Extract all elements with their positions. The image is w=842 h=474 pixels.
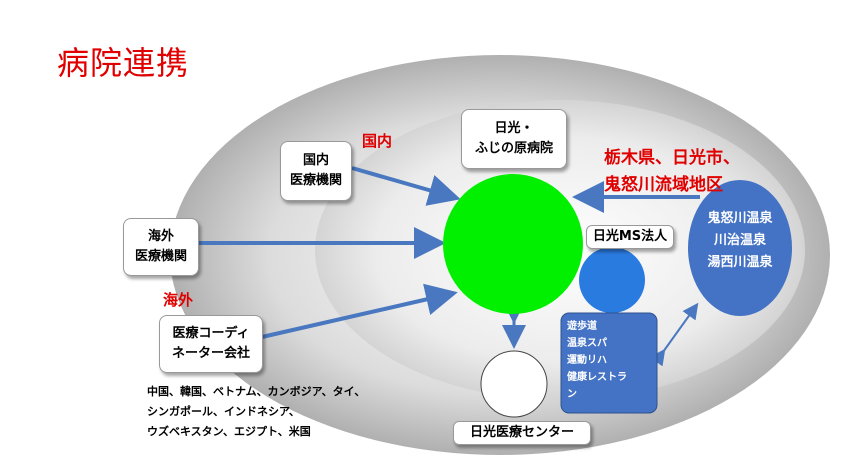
- ms-corp-box: 日光MS法人: [586, 225, 674, 249]
- services-item: ン: [567, 389, 577, 400]
- onsen-item: 湯西川温泉: [707, 255, 773, 270]
- region-label-line1: 栃木県、日光市、: [604, 148, 740, 168]
- ms-corp-circle: [579, 247, 645, 313]
- page-title: 病院連携: [57, 44, 190, 82]
- medical-center-circle: [480, 350, 548, 418]
- domestic-label: 国内: [362, 132, 393, 150]
- countries-note: 中国、韓国、ベトナム、カンボジア、タイ、 シンガポール、インドネシア、 ウズベキ…: [147, 382, 365, 442]
- arrow-services-onsen: [649, 302, 699, 367]
- services-item: 健康レストラ: [567, 372, 627, 383]
- overseas-label: 海外: [163, 291, 194, 309]
- domestic-institution-box: 国内 医療機関: [280, 141, 352, 201]
- region-label: 栃木県、日光市、 鬼怒川流域地区: [604, 145, 740, 199]
- services-item: 遊歩道: [567, 321, 597, 332]
- services-box: [560, 312, 658, 414]
- coordinator-line1: 医療コーディ: [172, 326, 250, 341]
- domestic-inst-line1: 国内: [302, 153, 329, 168]
- overseas-inst-line1: 海外: [147, 229, 174, 244]
- hospital-box: 日光・ ふじの原病院: [461, 109, 567, 169]
- coordinator-box: 医療コーディ ネーター会社: [159, 315, 263, 373]
- overseas-inst-line2: 医療機関: [134, 249, 187, 264]
- onsen-item: 鬼怒川温泉: [707, 211, 773, 226]
- onsen-ellipse: [688, 180, 792, 316]
- overseas-institution-box: 海外 医療機関: [123, 218, 199, 276]
- coordinator-line2: ネーター会社: [171, 346, 250, 361]
- arrow-coordinator: [261, 283, 458, 339]
- medical-center-box: 日光医療センター: [453, 421, 591, 445]
- domestic-inst-line2: 医療機関: [289, 173, 342, 188]
- onsen-item: 川治温泉: [713, 233, 766, 248]
- services-item: 温泉スパ: [567, 338, 607, 349]
- arrow-domestic: [351, 166, 461, 206]
- countries-line: 中国、韓国、ベトナム、カンボジア、タイ、: [147, 385, 366, 398]
- hospital-line2: ふじの原病院: [474, 141, 553, 156]
- services-list: 遊歩道 温泉スパ 運動リハ 健康レストラ ン: [567, 318, 627, 403]
- region-label-line2: 鬼怒川流域地区: [604, 175, 723, 195]
- services-item: 運動リハ: [567, 355, 607, 366]
- countries-line: シンガポール、インドネシア、: [147, 405, 300, 418]
- center-circle: [443, 174, 583, 314]
- hospital-line1: 日光・: [494, 121, 534, 136]
- onsen-list: 鬼怒川温泉 川治温泉 湯西川温泉: [692, 208, 788, 274]
- countries-line: ウズベキスタン、エジプト、米国: [147, 425, 311, 438]
